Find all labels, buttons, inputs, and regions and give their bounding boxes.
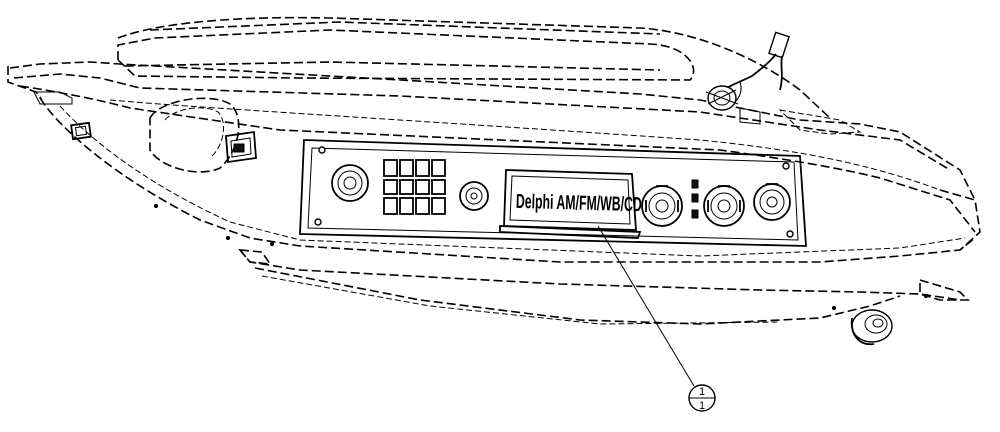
climate-indicator-column	[691, 179, 699, 219]
radio-label-text: Delphi AM/FM/WB/CD	[516, 190, 642, 216]
callout-item-number: 1	[699, 386, 705, 398]
control-panel: Delphi AM/FM/WB/CD	[299, 139, 807, 247]
preset-button-grid	[383, 159, 446, 215]
climate-knob-left	[641, 185, 683, 227]
left-knob	[331, 164, 369, 202]
console-housing	[7, 16, 981, 325]
fastener-marks	[153, 203, 929, 311]
radio-faceplate: Delphi AM/FM/WB/CD	[499, 169, 642, 239]
left-lens-opening	[149, 97, 240, 173]
wiring-connector	[705, 31, 790, 111]
climate-knob-right	[753, 183, 791, 221]
climate-knob-middle	[703, 185, 745, 227]
callout-leader-line	[597, 225, 695, 387]
lower-right-knob	[850, 309, 893, 346]
callout-quantity: 1	[699, 400, 705, 412]
square-switch	[225, 130, 257, 164]
middle-knob	[459, 181, 489, 211]
small-switch-left	[70, 121, 92, 141]
callout: 1 1	[597, 225, 716, 412]
